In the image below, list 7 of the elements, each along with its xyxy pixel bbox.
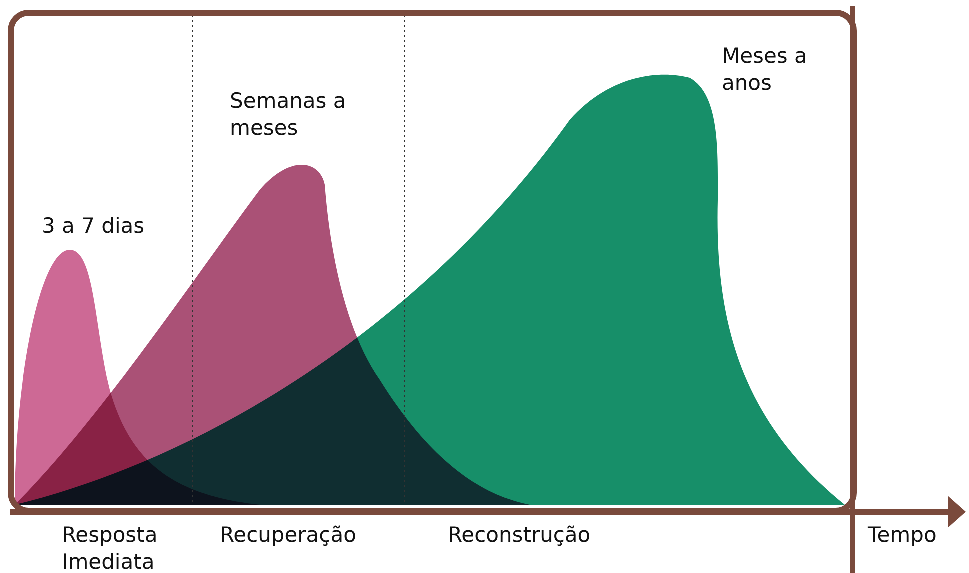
duration-label: 3 a 7 dias bbox=[42, 213, 145, 240]
phase-label: Recuperação bbox=[220, 522, 356, 549]
duration-label: Semanas a meses bbox=[230, 88, 348, 142]
phase-label: Reconstrução bbox=[448, 522, 591, 549]
phase-label: Resposta Imediata bbox=[62, 522, 159, 573]
axis-label: Tempo bbox=[868, 522, 937, 549]
duration-label: Meses a anos bbox=[722, 43, 808, 97]
